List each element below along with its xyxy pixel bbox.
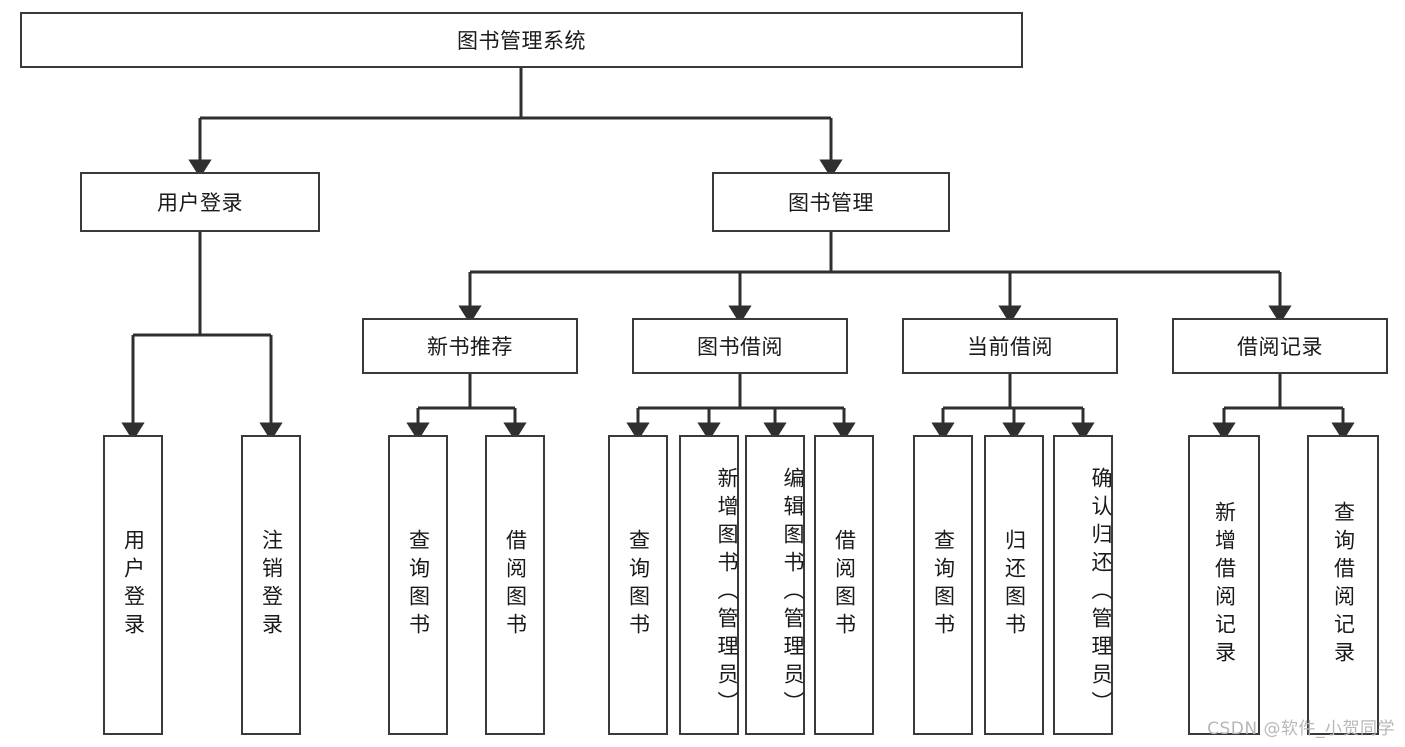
node-nb-borrow-book[interactable]: 借阅图书 bbox=[485, 435, 545, 735]
node-root-system[interactable]: 图书管理系统 bbox=[20, 12, 1023, 68]
node-user-login-leaf[interactable]: 用户登录 bbox=[103, 435, 163, 735]
node-user-login[interactable]: 用户登录 bbox=[80, 172, 320, 232]
node-book-management[interactable]: 图书管理 bbox=[712, 172, 950, 232]
node-cb-return-book[interactable]: 归还图书 bbox=[984, 435, 1044, 735]
node-br-query-record[interactable]: 查询借阅记录 bbox=[1307, 435, 1379, 735]
node-bb-borrow-book[interactable]: 借阅图书 bbox=[814, 435, 874, 735]
node-book-borrow[interactable]: 图书借阅 bbox=[632, 318, 848, 374]
node-br-add-record[interactable]: 新增借阅记录 bbox=[1188, 435, 1260, 735]
node-borrow-record[interactable]: 借阅记录 bbox=[1172, 318, 1388, 374]
csdn-watermark: CSDN @软件_小贺同学 bbox=[1207, 719, 1395, 739]
node-user-logout-leaf[interactable]: 注销登录 bbox=[241, 435, 301, 735]
node-current-borrow[interactable]: 当前借阅 bbox=[902, 318, 1118, 374]
node-new-book-recommend[interactable]: 新书推荐 bbox=[362, 318, 578, 374]
node-bb-query-book[interactable]: 查询图书 bbox=[608, 435, 668, 735]
node-bb-edit-book[interactable]: 编辑图书（管理员） bbox=[745, 435, 805, 735]
node-cb-confirm-return[interactable]: 确认归还（管理员） bbox=[1053, 435, 1113, 735]
node-nb-query-book[interactable]: 查询图书 bbox=[388, 435, 448, 735]
node-cb-query-book[interactable]: 查询图书 bbox=[913, 435, 973, 735]
node-bb-add-book[interactable]: 新增图书（管理员） bbox=[679, 435, 739, 735]
